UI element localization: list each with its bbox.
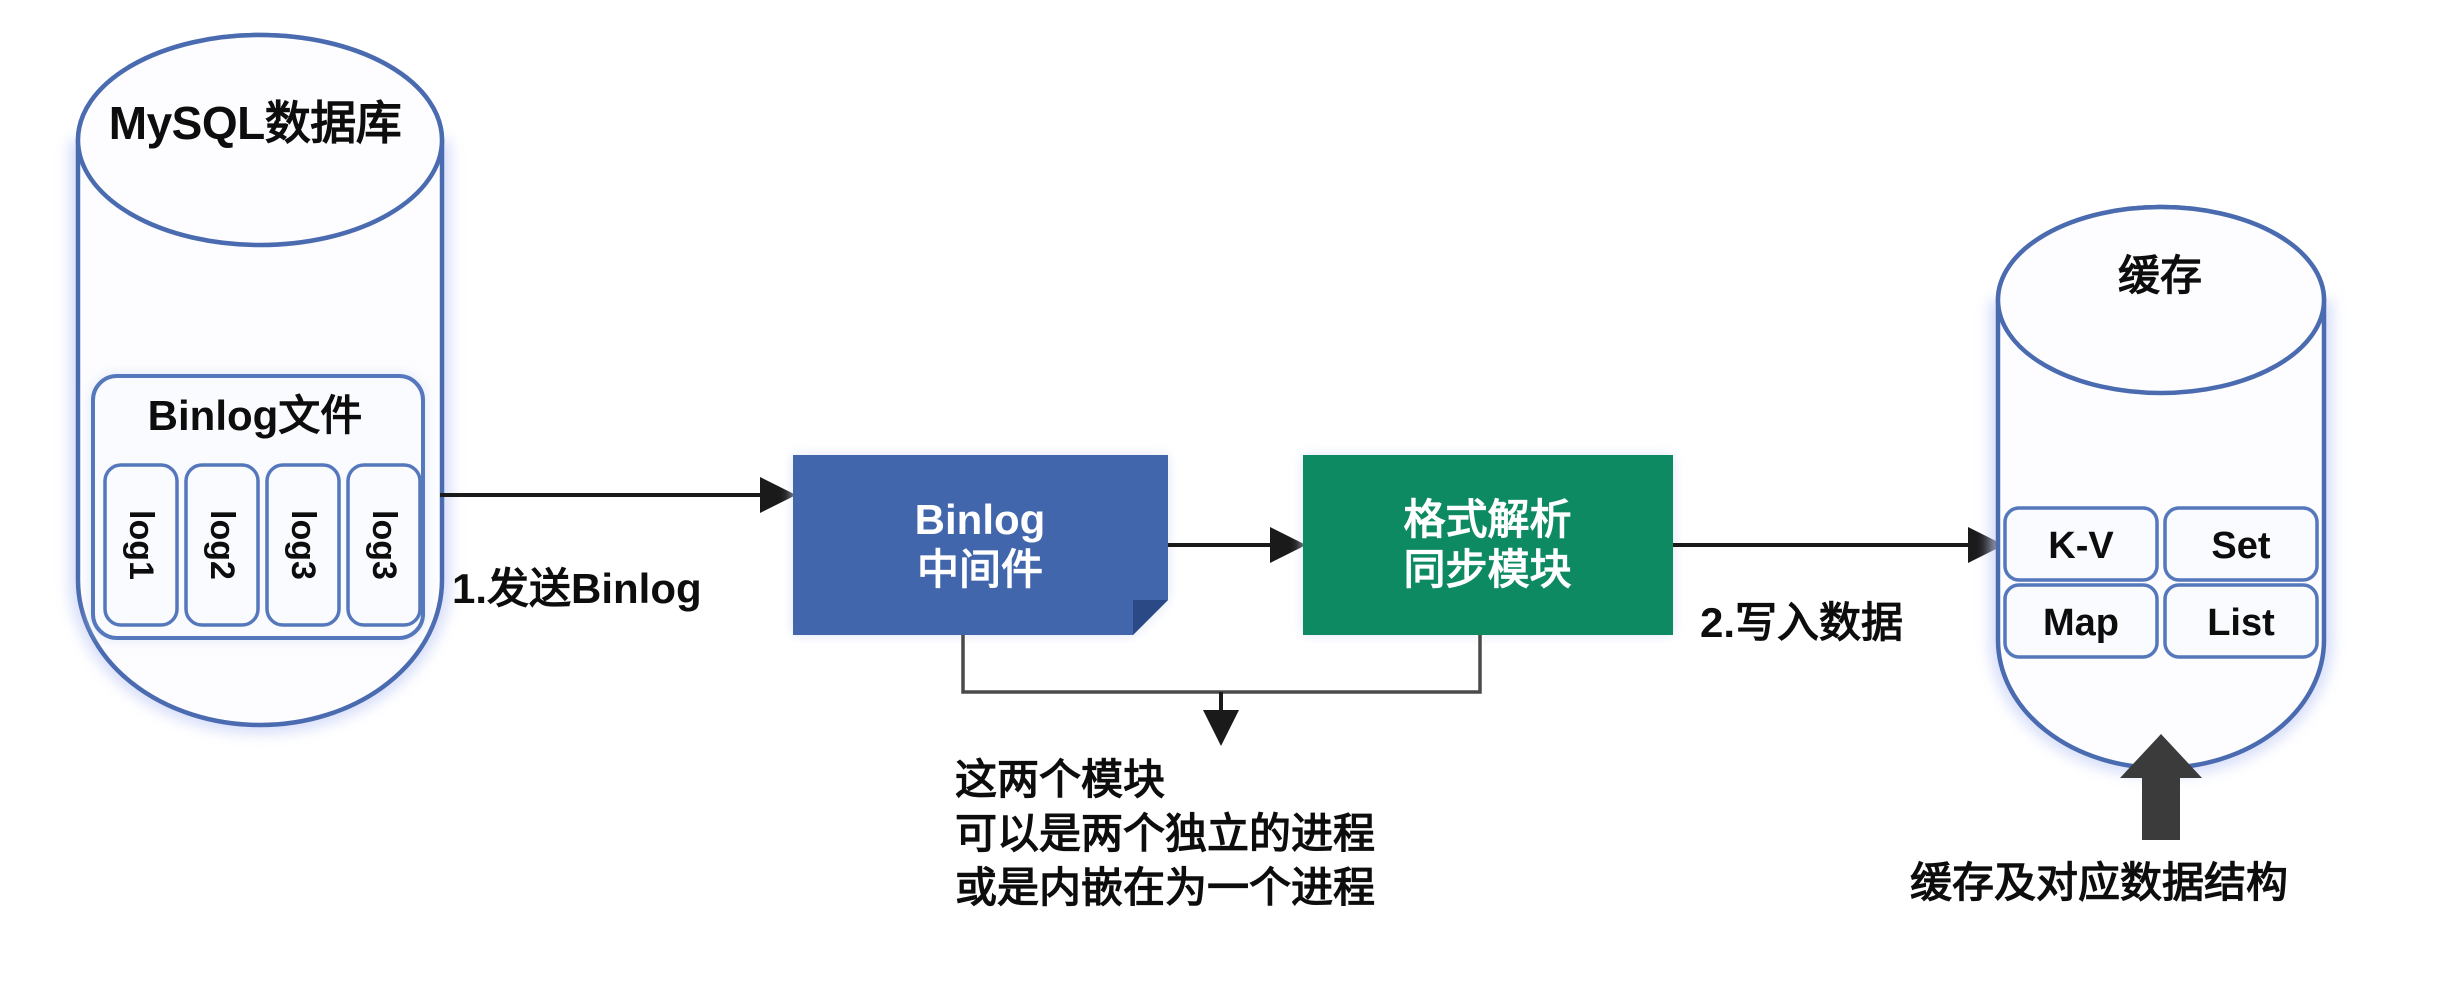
log-chip-3[interactable] — [265, 463, 341, 627]
binlog-file-title: Binlog文件 — [147, 392, 363, 439]
chip-kv[interactable] — [2003, 506, 2159, 582]
binlog-middleware-line-1: Binlog — [914, 496, 1046, 543]
cache-title: 缓存 — [2117, 252, 2202, 299]
cache-caption: 缓存及对应数据结构 — [1910, 859, 2289, 906]
process-note-line-2: 可以是两个独立的进程 — [955, 809, 1376, 857]
log-chip-group — [103, 463, 422, 627]
arrow-write-data-label: 2.写入数据 — [1700, 599, 1904, 646]
chip-label-list: List — [2207, 602, 2275, 644]
log-chip-4[interactable] — [346, 463, 422, 627]
process-note-line-1: 这两个模块 — [955, 756, 1166, 803]
chip-label-map: Map — [2043, 602, 2119, 644]
parse-sync-module-line-2: 同步模块 — [1403, 545, 1572, 593]
note-bracket-connector — [961, 635, 1482, 746]
log-chip-2[interactable] — [184, 463, 260, 627]
bracket-path — [961, 635, 1482, 694]
log-chip-label-4: log3 — [365, 510, 403, 580]
parse-sync-fill — [1303, 455, 1673, 635]
cylinder-top-ellipse — [75, 32, 445, 248]
log-chip-label-2: log2 — [203, 510, 241, 580]
chip-set[interactable] — [2163, 506, 2319, 582]
cache-callout-block-arrow — [2120, 734, 2202, 840]
arrow-send-binlog-label: 1.发送Binlog — [452, 565, 702, 612]
process-note-text: 这两个模块 可以是两个独立的进程 或是内嵌在为一个进程 — [955, 753, 1375, 914]
chip-label-kv: K-V — [2048, 525, 2114, 567]
binlog-middleware-label: Binlog 中间件 — [790, 495, 1170, 594]
chip-label-set: Set — [2211, 525, 2271, 567]
chip-map[interactable] — [2003, 583, 2159, 659]
log-chip-1[interactable] — [103, 463, 179, 627]
parse-sync-module-line-1: 格式解析 — [1403, 496, 1572, 543]
binlog-middleware-line-2: 中间件 — [916, 545, 1043, 593]
binlog-middleware-fold — [1133, 600, 1168, 635]
cache-cylinder-top-ellipse — [1995, 204, 2327, 396]
process-note-line-3: 或是内嵌在为一个进程 — [955, 863, 1376, 911]
parse-sync-module-label: 格式解析 同步模块 — [1300, 495, 1675, 594]
chip-list[interactable] — [2163, 583, 2319, 659]
log-chip-label-3: log3 — [284, 510, 322, 580]
cache-structure-chips — [2003, 506, 2319, 659]
mysql-database-title: MySQL数据库 — [108, 97, 402, 149]
log-chip-label-1: log1 — [122, 510, 160, 580]
parse-sync-module-shape[interactable] — [1303, 455, 1673, 635]
binlog-middleware-fill — [793, 455, 1168, 635]
binlog-middleware-shape[interactable] — [793, 455, 1168, 635]
